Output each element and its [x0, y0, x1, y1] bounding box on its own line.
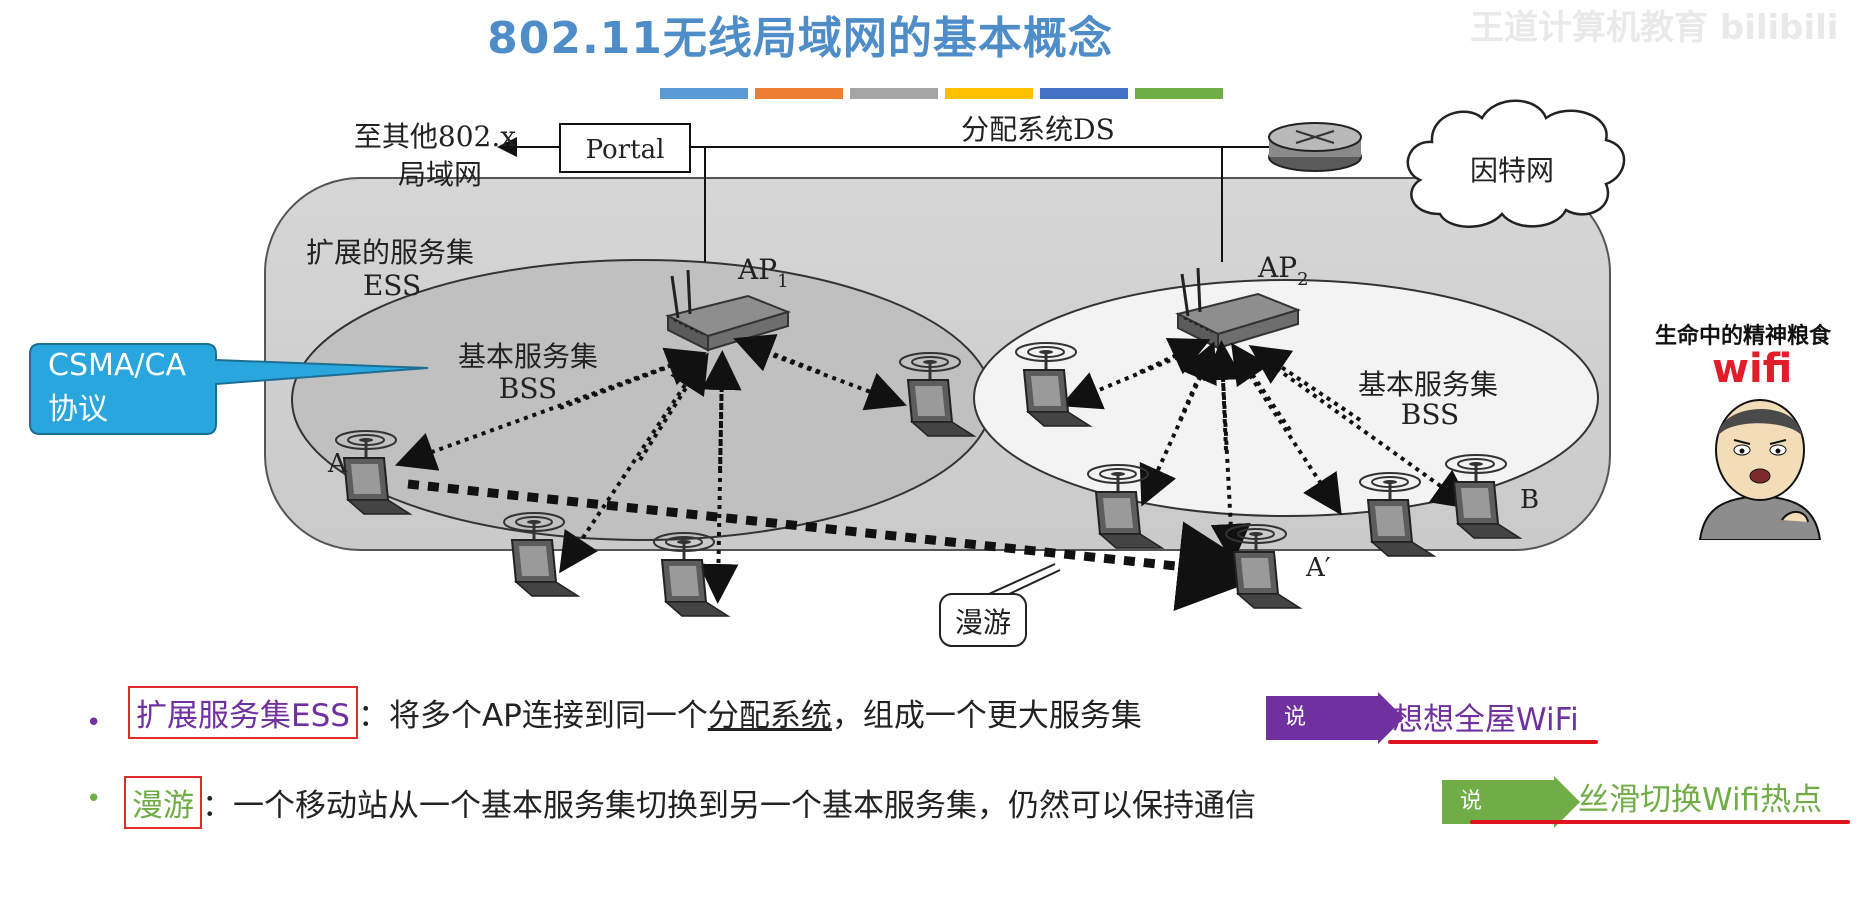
ess-diagram: 至其他802.x 局域网 Portal 分配系统DS 因特网 扩展的服务集 ES… — [29, 99, 1626, 647]
station-a-prime-label: A′ — [1305, 553, 1331, 583]
ap2-label: AP2 — [1257, 251, 1309, 290]
callout-line1: CSMA/CA — [48, 348, 186, 383]
ess-text-before: 将多个AP连接到同一个 — [388, 698, 708, 734]
ap2-name: AP — [1257, 251, 1297, 284]
roaming-colon: ： — [202, 788, 233, 824]
to-other-lan-line2: 局域网 — [398, 158, 482, 191]
to-other-lan-line1: 至其他802.x — [354, 120, 516, 153]
color-bar-3 — [850, 88, 938, 99]
watermark-logo: 王道计算机教育 bilibili — [1470, 8, 1839, 48]
color-bar-6 — [1135, 88, 1223, 99]
color-bar-4 — [945, 88, 1033, 99]
color-bar-2 — [755, 88, 843, 99]
underline-accent-1 — [1388, 740, 1598, 744]
roaming-label: 漫游 — [955, 606, 1011, 639]
plain-talk-label-2: 说人话 — [1460, 789, 1483, 902]
color-bar-5 — [1040, 88, 1128, 99]
ess-colon: ： — [357, 698, 389, 734]
ess-label-line1: 扩展的服务集 — [306, 236, 474, 269]
hint-smooth-hotspot-switch: 丝滑切换Wifi热点 — [1578, 782, 1823, 818]
bss2-label-line1: 基本服务集 — [1358, 368, 1498, 401]
color-bar-1 — [660, 88, 748, 99]
meme-caption: 生命中的精神粮食 — [1655, 324, 1832, 349]
csma-ca-callout: CSMA/CA 协议 — [48, 344, 186, 432]
station-a-label: A — [327, 449, 348, 479]
bss1-label-line2: BSS — [499, 372, 557, 405]
ess-underlined-ds: 分配系统 — [707, 698, 832, 734]
callout-line2: 协议 — [48, 392, 108, 427]
ess-term: 扩展服务集ESS — [128, 686, 358, 739]
bullet-dot-1: • — [86, 708, 102, 738]
ap1-subscript: 1 — [777, 271, 788, 292]
ap1-label: AP1 — [737, 253, 789, 292]
roaming-term: 漫游 — [124, 776, 202, 829]
bullet-roaming: 漫游：一个移动站从一个基本服务集切换到另一个基本服务集，仍然可以保持通信 — [124, 776, 1256, 829]
bullet-ess: 扩展服务集ESS：将多个AP连接到同一个分配系统，组成一个更大服务集 — [128, 686, 1142, 739]
station-b-label: B — [1520, 485, 1539, 515]
underline-accent-2 — [1470, 820, 1850, 824]
slide-title: 802.11无线局域网的基本概念 — [487, 13, 1113, 64]
roaming-text: 一个移动站从一个基本服务集切换到另一个基本服务集，仍然可以保持通信 — [233, 788, 1256, 824]
ess-text-after: ，组成一个更大服务集 — [831, 698, 1142, 734]
ap1-name: AP — [737, 253, 777, 286]
bss2-label-line2: BSS — [1401, 398, 1459, 431]
distribution-system-label: 分配系统DS — [961, 113, 1115, 146]
hint-whole-house-wifi: 想想全屋WiFi — [1392, 702, 1579, 738]
meme-wifi-text: wifi — [1712, 346, 1793, 392]
plain-talk-label-1: 说人话 — [1284, 705, 1307, 818]
meme-face-image — [1698, 399, 1822, 540]
ess-label-line2: ESS — [363, 269, 421, 302]
bss1-label-line1: 基本服务集 — [458, 340, 598, 373]
ap2-subscript: 2 — [1297, 269, 1308, 290]
portal-label: Portal — [586, 135, 665, 165]
internet-label: 因特网 — [1470, 154, 1554, 187]
bullet-dot-2: • — [86, 784, 102, 814]
